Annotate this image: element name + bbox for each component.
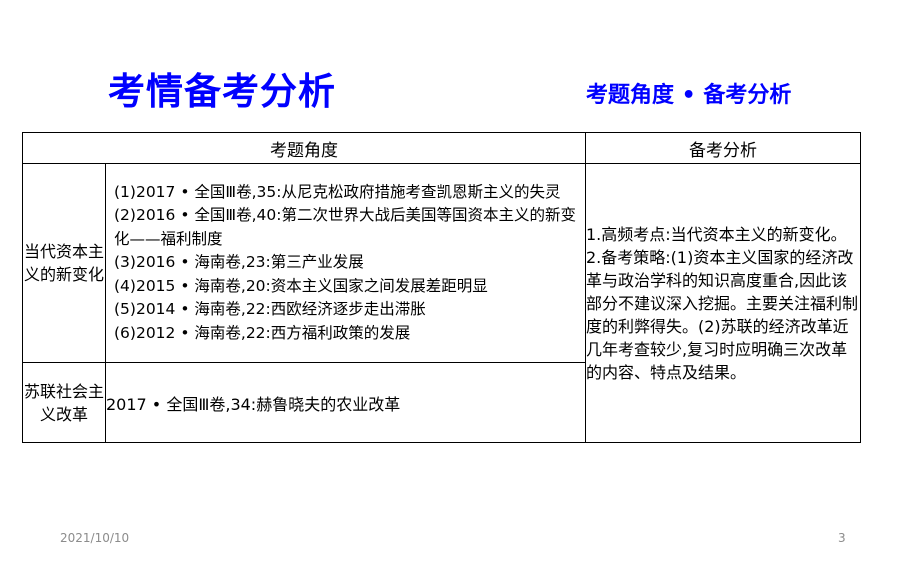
row-label-capitalism: 当代资本主义的新变化 <box>22 163 106 363</box>
footer-date: 2021/10/10 <box>60 531 130 545</box>
page-number: 3 <box>838 531 846 545</box>
list-item: (6)2012 • 海南卷,22:西方福利政策的发展 <box>114 323 411 342</box>
header-topic-angle: 考题角度 <box>22 132 586 164</box>
row-label-soviet-reform: 苏联社会主义改革 <box>22 362 106 443</box>
list-item: (4)2015 • 海南卷,20:资本主义国家之间发展差距明显 <box>114 276 488 295</box>
analysis-table: 考题角度 备考分析 当代资本主义的新变化 (1)2017 • 全国Ⅲ卷,35:从… <box>22 132 861 443</box>
table-row: 苏联社会主义改革 2017 • 全国Ⅲ卷,34:赫鲁晓夫的农业改革 <box>22 362 861 443</box>
list-item: (5)2014 • 海南卷,22:西欧经济逐步走出滞胀 <box>114 300 426 319</box>
list-item: (1)2017 • 全国Ⅲ卷,35:从尼克松政府措施考查凯恩斯主义的失灵 <box>114 182 561 201</box>
list-item: (3)2016 • 海南卷,23:第三产业发展 <box>114 253 364 272</box>
page-subtitle: 考题角度 • 备考分析 <box>586 83 792 108</box>
analysis-cell: 1.高频考点:当代资本主义的新变化。 2.备考策略:(1)资本主义国家的经济改革… <box>585 163 861 443</box>
header-prep-analysis: 备考分析 <box>585 132 861 164</box>
page-title: 考情备考分析 <box>108 70 336 113</box>
list-item: (2)2016 • 全国Ⅲ卷,40:第二次世界大战后美国等国资本主义的新变化——… <box>114 206 576 248</box>
topic-list: (1)2017 • 全国Ⅲ卷,35:从尼克松政府措施考查凯恩斯主义的失灵 (2)… <box>106 178 585 349</box>
analysis-point-2: 2.备考策略:(1)资本主义国家的经济改革与政治学科的知识高度重合,因此该部分不… <box>586 247 859 382</box>
analysis-point-1: 1.高频考点:当代资本主义的新变化。 <box>586 224 847 244</box>
topic-list-cell: (1)2017 • 全国Ⅲ卷,35:从尼克松政府措施考查凯恩斯主义的失灵 (2)… <box>105 163 586 363</box>
table-header-row: 考题角度 备考分析 <box>22 132 861 164</box>
table-row: 当代资本主义的新变化 (1)2017 • 全国Ⅲ卷,35:从尼克松政府措施考查凯… <box>22 163 861 443</box>
soviet-topic-cell: 2017 • 全国Ⅲ卷,34:赫鲁晓夫的农业改革 <box>105 362 586 443</box>
